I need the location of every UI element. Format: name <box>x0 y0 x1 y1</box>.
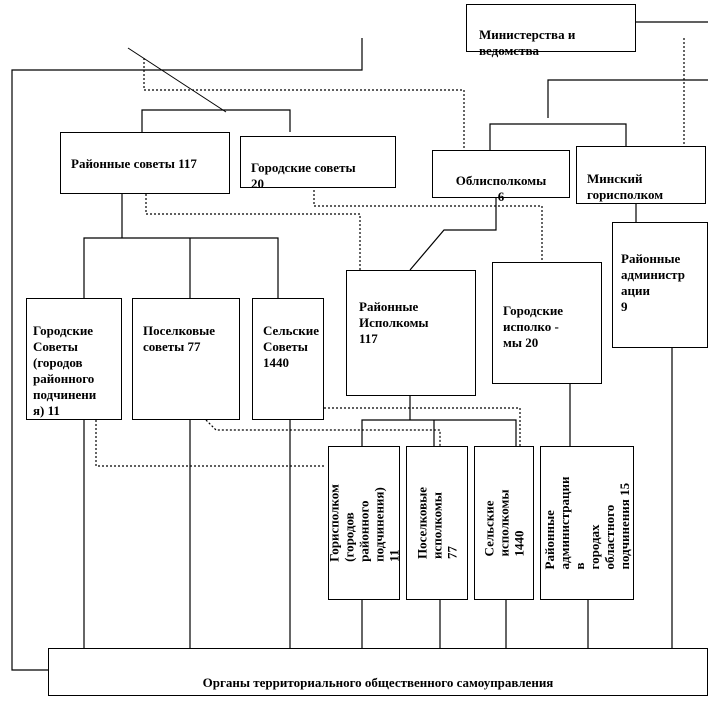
city-councils-district-sub-label: Городские Советы (городов районного подч… <box>33 323 97 418</box>
solid-outer-left-frame <box>11 38 363 671</box>
rural-executive-committees-label: Сельские исполкомы 1440 <box>481 489 527 557</box>
solid-district-councils-branch <box>141 109 291 132</box>
rural-executive-committees-box: Сельские исполкомы 1440 <box>474 446 534 600</box>
city-executive-committees-box: Городские исполко - мы 20 <box>492 262 602 384</box>
district-councils-box: Районные советы 117 <box>60 132 230 194</box>
oblispolkoms-label: Облисполкомы 6 <box>455 173 547 204</box>
dotted-rural-councils-link <box>308 407 521 446</box>
territorial-self-government-label: Органы территориального общественного са… <box>202 675 554 690</box>
district-admins-oblast-cities-label: Районные администрации в городах областн… <box>542 476 632 570</box>
solid-drops-to-self-government <box>83 348 673 648</box>
solid-district-councils-to-lower-councils <box>83 193 279 298</box>
solid-oblispolkoms-to-district-executives <box>409 197 497 271</box>
district-executive-committees-box: Районные Исполкомы 117 <box>346 270 476 396</box>
diagonal-line <box>127 47 227 113</box>
district-executive-committees-label: Районные Исполкомы 117 <box>359 299 429 346</box>
oblispolkoms-box: Облисполкомы 6 <box>432 150 570 204</box>
settlement-executive-committees-box: Поселковые исполкомы 77 <box>406 446 468 600</box>
district-administrations-label: Районные администр ации 9 <box>621 251 685 314</box>
territorial-self-government-box: Органы территориального общественного са… <box>48 648 708 696</box>
city-councils-box: Городские советы 20 <box>240 136 396 191</box>
settlement-councils-box: Поселковые советы 77 <box>132 298 240 420</box>
solid-district-executives-to-lower-executives <box>361 396 517 446</box>
dotted-settlement-councils-link <box>205 419 441 446</box>
district-councils-label: Районные советы 117 <box>71 156 197 171</box>
city-councils-label: Городские советы 20 <box>251 160 356 191</box>
solid-to-oblispolkoms-and-minsk <box>489 123 627 152</box>
dotted-city-councils-to-city-executives <box>313 186 543 262</box>
ministries-box: Министерства и ведомства <box>466 4 636 58</box>
solid-ministries-to-executive-branch <box>547 79 708 118</box>
gorispolkom-district-sub-box: Горисполком (городов районного подчинени… <box>328 446 400 600</box>
dotted-councils-to-district-executives <box>145 194 361 276</box>
city-executive-committees-label: Городские исполко - мы 20 <box>503 303 564 350</box>
dotted-ministries-to-top <box>143 58 465 148</box>
ministries-label: Министерства и ведомства <box>479 27 576 58</box>
settlement-councils-label: Поселковые советы 77 <box>143 323 216 354</box>
minsk-gorispolkom-box: Минский горисполком <box>576 146 706 204</box>
rural-councils-label: Сельские Советы 1440 <box>263 323 320 370</box>
district-administrations-box: Районные администр ации 9 <box>612 222 708 348</box>
rural-councils-box: Сельские Советы 1440 <box>252 298 324 420</box>
minsk-gorispolkom-label: Минский горисполком <box>587 171 664 202</box>
district-admins-oblast-cities-box: Районные администрации в городах областн… <box>540 446 634 600</box>
city-councils-district-sub-box: Городские Советы (городов районного подч… <box>26 298 122 420</box>
gorispolkom-district-sub-label: Горисполком (городов районного подчинени… <box>328 484 400 562</box>
dotted-lower-councils-to-lower-executives <box>95 420 326 467</box>
settlement-executive-committees-label: Поселковые исполкомы 77 <box>414 486 460 560</box>
